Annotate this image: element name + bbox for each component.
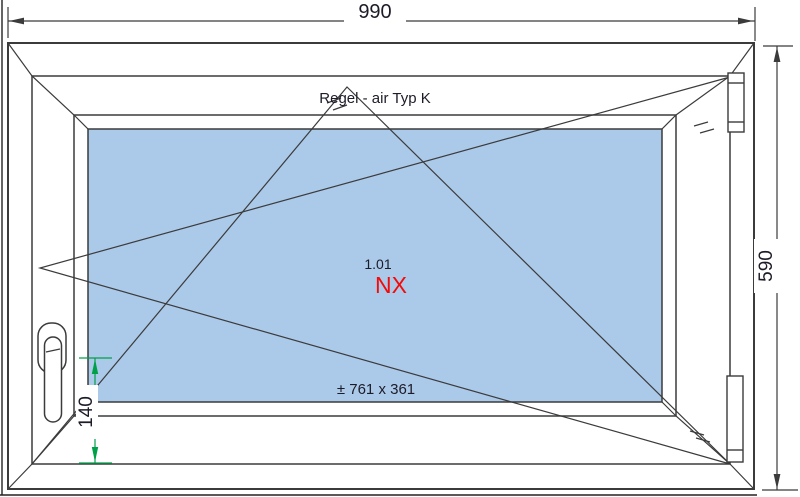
miter-top-left	[7, 42, 89, 130]
turn-symbol	[37, 76, 731, 465]
arrow-right	[738, 17, 753, 25]
hinges[interactable]	[726, 72, 745, 463]
arrow-up	[773, 47, 781, 62]
frame-sash-edge	[31, 75, 731, 465]
opening-symbols	[31, 76, 731, 465]
dimension-height-value: 590	[756, 250, 777, 282]
window-handle[interactable]	[37, 322, 67, 423]
arrow-left	[9, 17, 24, 25]
arrow-up-green	[91, 359, 99, 374]
dimension-handle-height: 140	[76, 357, 112, 464]
handle-grip-line	[45, 348, 61, 353]
glass-pane[interactable]	[87, 128, 663, 403]
tilt-symbol	[31, 86, 731, 465]
ventilator-label: Regel - air Typ K	[319, 90, 430, 107]
system-label: NX	[375, 272, 407, 298]
position-number: 1.01	[364, 256, 391, 272]
arrow-down-green	[91, 447, 99, 462]
dimension-height: 590	[754, 45, 798, 491]
handle-lever	[43, 336, 63, 423]
miter-top-right	[661, 42, 755, 130]
hinge-top[interactable]	[727, 72, 745, 133]
dimension-handle-height-value: 140	[76, 396, 97, 428]
arrow-down	[773, 474, 781, 489]
hinge-bottom[interactable]	[726, 375, 744, 463]
glass-size-label: ± 761 x 361	[337, 381, 415, 398]
hardware-marks	[326, 97, 715, 443]
dimension-width-value: 990	[358, 1, 391, 23]
dimension-width: 990	[7, 1, 756, 41]
